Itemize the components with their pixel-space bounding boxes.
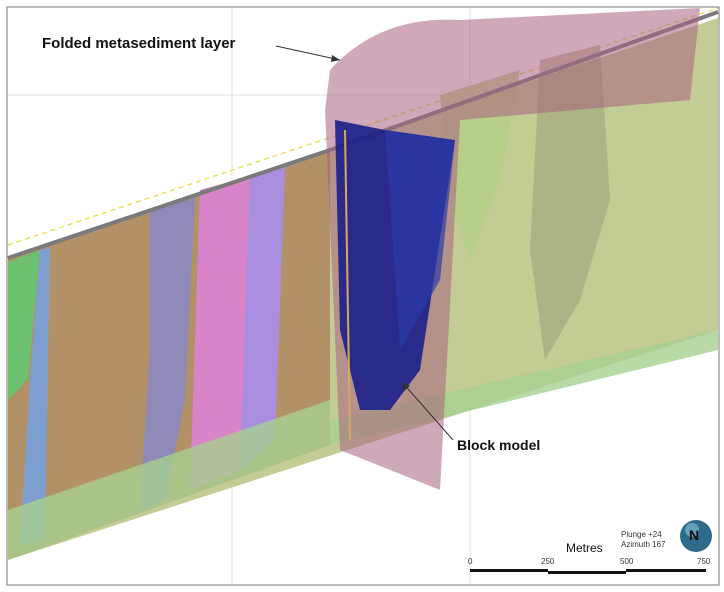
arrow-head [402,382,410,391]
arrow-head [331,55,340,62]
arrow-folded-layer [275,45,341,61]
lower-green-band [8,400,330,560]
scale-unit: Metres [566,541,603,555]
purple-unit [140,196,195,510]
green-unit [8,250,40,400]
blue-unit [20,248,50,545]
scale-tick: 750 [697,557,711,566]
folded-layer-label: Folded metasediment layer [42,35,236,52]
compass-icon [680,520,712,552]
lilac-unit [240,166,285,470]
dark-unit [530,45,610,360]
compass-north-letter: N [689,527,700,543]
scale-tick: 250 [541,557,555,566]
drillhole [344,129,351,441]
block-model-label: Block model [457,437,541,453]
scale-tick: 0 [468,557,473,566]
scale-tick: 500 [620,557,634,566]
arrow-block-model [401,381,454,441]
scale-bar [470,569,706,574]
block-model-face [385,130,455,350]
azimuth-text: Azimuth 167 [621,540,666,549]
plunge-text: Plunge +24 [621,530,662,539]
pink-unit [190,175,255,490]
